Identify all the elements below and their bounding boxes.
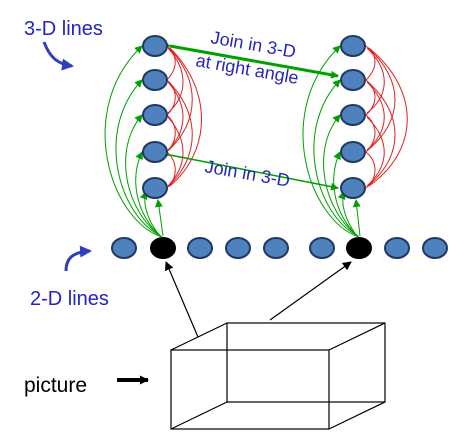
picture-cube	[170, 322, 386, 430]
node-2d	[384, 237, 410, 259]
node-3d	[142, 69, 168, 91]
2d-line-nodes	[111, 237, 448, 259]
label-3d-lines: 3-D lines	[24, 18, 103, 40]
left-3d-line-nodes	[142, 35, 168, 199]
join-3d-link	[162, 149, 339, 191]
left-column-green-links	[104, 45, 164, 238]
node-3d	[142, 177, 168, 199]
join-right-angle-link	[162, 40, 339, 79]
node-3d	[142, 35, 168, 57]
blue-arrow-2d	[64, 245, 92, 272]
node-2d	[111, 237, 137, 259]
right-column-red-links	[365, 45, 408, 189]
node-3d	[142, 104, 168, 126]
node-2d	[422, 237, 448, 259]
node-2d	[187, 237, 213, 259]
node-2d-active	[150, 237, 176, 259]
label-join-3d: Join in 3-D	[203, 156, 291, 191]
node-2d-active	[346, 237, 372, 259]
label-picture: picture	[24, 374, 87, 397]
node-2d	[225, 237, 251, 259]
node-2d	[309, 237, 335, 259]
join-3d-links	[162, 40, 339, 191]
label-2d-lines: 2-D lines	[30, 288, 109, 310]
node-3d	[340, 69, 366, 91]
node-3d	[340, 141, 366, 163]
node-3d	[340, 104, 366, 126]
node-2d	[263, 237, 289, 259]
node-3d	[142, 141, 168, 163]
blue-arrow-3d	[42, 41, 74, 71]
picture-to-2d-arrows	[165, 261, 352, 338]
right-3d-line-nodes	[340, 35, 366, 199]
node-3d	[340, 177, 366, 199]
node-3d	[340, 35, 366, 57]
